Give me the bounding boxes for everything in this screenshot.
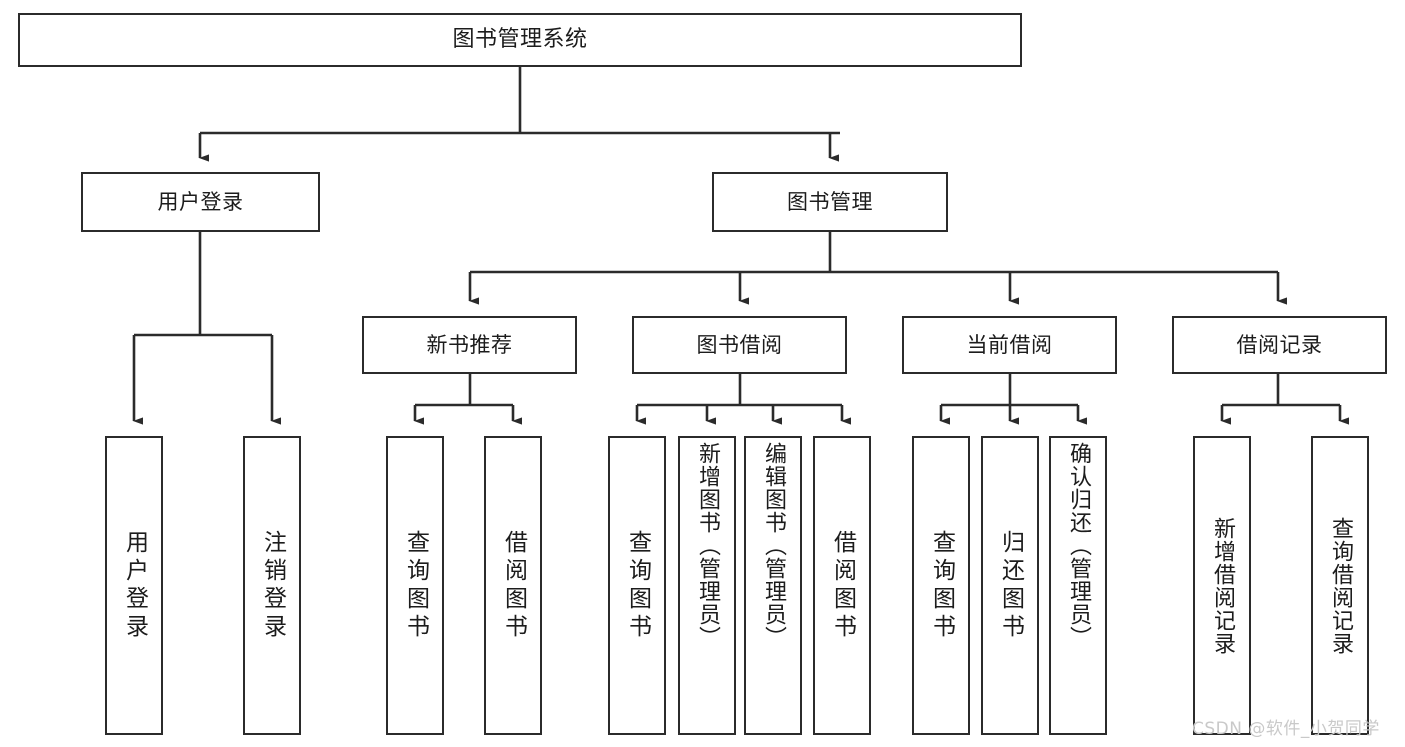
node-label: 编辑图书（管理员） [761,442,786,649]
node-label: 查询图书 [402,529,429,642]
node-label: 归还图书 [997,529,1024,642]
node-label: 查询图书 [624,529,651,642]
node-label: 图书借阅 [696,332,783,357]
node-label: 新增图书（管理员） [695,442,720,649]
node-label: 新书推荐 [426,332,513,357]
node-leaf-query-borrow-record[interactable]: 查询借阅记录 [1311,436,1369,735]
node-new-book-recommend[interactable]: 新书推荐 [362,316,577,374]
node-label: 新增借阅记录 [1210,516,1235,655]
node-label: 用户登录 [157,189,244,214]
csdn-watermark: CSDN @软件_小贺同学 [1192,719,1380,739]
node-leaf-borrow-book-recommend[interactable]: 借阅图书 [484,436,542,735]
node-label: 图书管理系统 [452,27,588,53]
node-book-borrow[interactable]: 图书借阅 [632,316,847,374]
node-label: 当前借阅 [966,332,1053,357]
node-label: 注销登录 [259,529,286,642]
node-leaf-add-borrow-record[interactable]: 新增借阅记录 [1193,436,1251,735]
node-leaf-return-book[interactable]: 归还图书 [981,436,1039,735]
node-leaf-confirm-return-admin[interactable]: 确认归还（管理员） [1049,436,1107,735]
node-label: 查询借阅记录 [1328,516,1353,655]
node-leaf-add-book-admin[interactable]: 新增图书（管理员） [678,436,736,735]
node-root-book-management-system[interactable]: 图书管理系统 [18,13,1022,67]
node-label: 用户登录 [121,529,148,642]
node-leaf-user-login[interactable]: 用户登录 [105,436,163,735]
node-user-login[interactable]: 用户登录 [81,172,320,232]
node-current-borrow[interactable]: 当前借阅 [902,316,1117,374]
node-label: 借阅图书 [829,529,856,642]
node-label: 借阅记录 [1236,332,1323,357]
node-leaf-borrow-book[interactable]: 借阅图书 [813,436,871,735]
node-leaf-query-book-borrow[interactable]: 查询图书 [608,436,666,735]
node-label: 查询图书 [928,529,955,642]
node-book-manage[interactable]: 图书管理 [712,172,948,232]
node-leaf-query-book-current[interactable]: 查询图书 [912,436,970,735]
node-borrow-record[interactable]: 借阅记录 [1172,316,1387,374]
node-label: 借阅图书 [500,529,527,642]
node-label: 确认归还（管理员） [1066,442,1091,649]
node-leaf-query-book-recommend[interactable]: 查询图书 [386,436,444,735]
node-leaf-edit-book-admin[interactable]: 编辑图书（管理员） [744,436,802,735]
node-label: 图书管理 [787,189,873,214]
node-leaf-user-logout[interactable]: 注销登录 [243,436,301,735]
